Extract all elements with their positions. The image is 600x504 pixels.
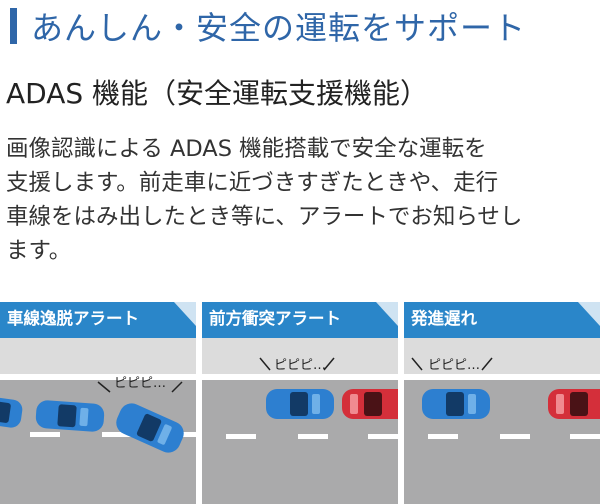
panel-start-delay: 発進遅れ ピピピ… [404, 302, 600, 504]
alert-sound-text: ピピピ… [428, 358, 481, 373]
description-line: 支援します。前走車に近づきすぎたときや、走行 [6, 170, 499, 196]
panel-forward-collision: 前方衝突アラート ピピピ… [202, 302, 398, 504]
alert-sound-text: ピピピ… [274, 358, 327, 373]
forward-collision-illustration [202, 302, 398, 504]
headline-accent-bar [10, 8, 17, 44]
alert-sound-text: ピピピ… [114, 376, 167, 391]
start-delay-illustration [404, 302, 600, 504]
section-title: ADAS 機能（安全運転支援機能） [6, 77, 429, 110]
description-line: 車線をはみ出したとき等に、アラートでお知らせし [6, 204, 523, 230]
headline: あんしん・安全の運転をサポート [10, 6, 527, 47]
headline-text: あんしん・安全の運転をサポート [31, 9, 527, 47]
description-line: 画像認識による ADAS 機能搭載で安全な運転を [6, 136, 487, 162]
lane-departure-illustration [0, 302, 196, 504]
panel-label: 前方衝突アラート [209, 309, 341, 328]
panel-lane-departure: 車線逸脱アラート ピピピ… [0, 302, 196, 504]
description: 画像認識による ADAS 機能搭載で安全な運転を 支援します。前走車に近づきすぎ… [6, 132, 598, 268]
panel-label: 発進遅れ [411, 309, 477, 328]
panel-label: 車線逸脱アラート [7, 309, 139, 328]
description-line: ます。 [6, 238, 72, 264]
